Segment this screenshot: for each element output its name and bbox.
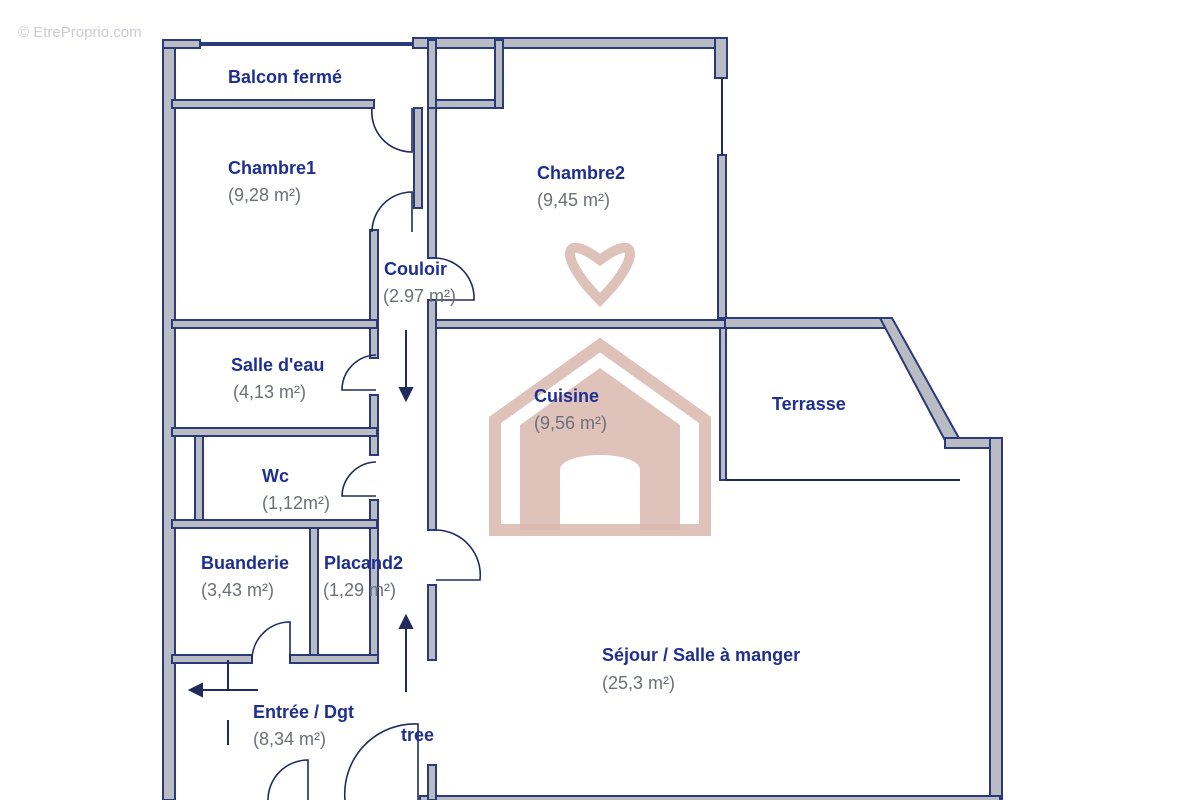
room-area-chambre2: (9,45 m²) [537,190,611,210]
room-area-cuisine: (9,56 m²) [534,413,608,433]
room-label-couloir: Couloir [384,259,447,279]
room-area-sejour: (25,3 m²) [602,673,676,693]
circulation-arrows [187,330,414,698]
room-area-wc: (1,12m²) [262,493,331,513]
room-label-balcon: Balcon fermé [228,67,343,87]
exterior-walls [162,37,1003,800]
house-heart-logo-icon [489,242,711,536]
room-label-sejour: Séjour / Salle à manger [602,645,801,665]
room-label-terrasse: Terrasse [772,394,846,414]
room-label-salle-deau: Salle d'eau [231,355,325,375]
interior-walls [171,39,727,800]
room-area-entree: (8,34 m²) [253,729,327,749]
room-area-couloir: (2.97 m²) [383,286,457,306]
room-area-buanderie: (3,43 m²) [201,580,275,600]
room-label-entree: Entrée / Dgt [253,702,355,722]
room-label-chambre1: Chambre1 [228,158,317,178]
house-logo-fill-icon [520,368,680,530]
room-area-salle-deau: (4,13 m²) [233,382,307,402]
room-area-placard2: (1,29 m²) [323,580,397,600]
room-label-chambre2: Chambre2 [537,163,626,183]
room-label-placard2: Placand2 [324,553,404,573]
watermark: © EtreProprio.com [18,24,142,41]
door-swings [251,107,482,800]
room-label-entree-door: tree [401,725,435,745]
room-label-wc: Wc [262,466,289,486]
room-label-cuisine: Cuisine [534,386,600,406]
room-area-chambre1: (9,28 m²) [228,185,302,205]
room-label-buanderie: Buanderie [201,553,290,573]
